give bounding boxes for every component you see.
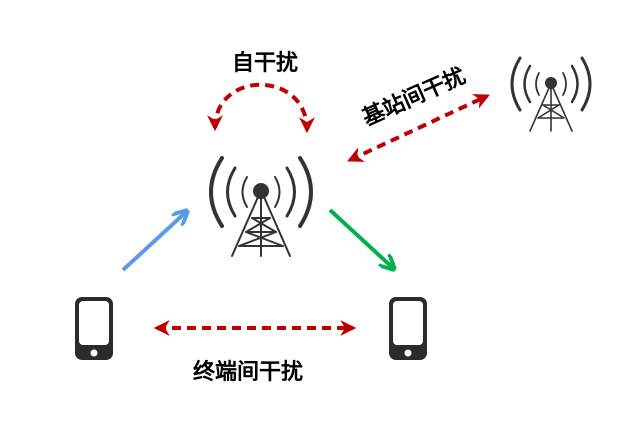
left-terminal-phone-icon — [75, 297, 113, 360]
neighbor-base-station-tower-icon — [510, 56, 592, 132]
inter-bs-interference-arrow — [347, 94, 490, 162]
inter-bs-interference-label: 基站间干扰 — [359, 64, 470, 132]
self-interference-arrow — [207, 82, 315, 134]
right-terminal-phone-icon — [389, 297, 427, 360]
inter-terminal-interference-label: 终端间干扰 — [193, 359, 303, 385]
main-base-station-tower-icon — [209, 156, 313, 257]
uplink-arrow — [121, 212, 186, 272]
self-interference-label: 自干扰 — [232, 50, 298, 76]
downlink-arrow — [328, 208, 393, 268]
